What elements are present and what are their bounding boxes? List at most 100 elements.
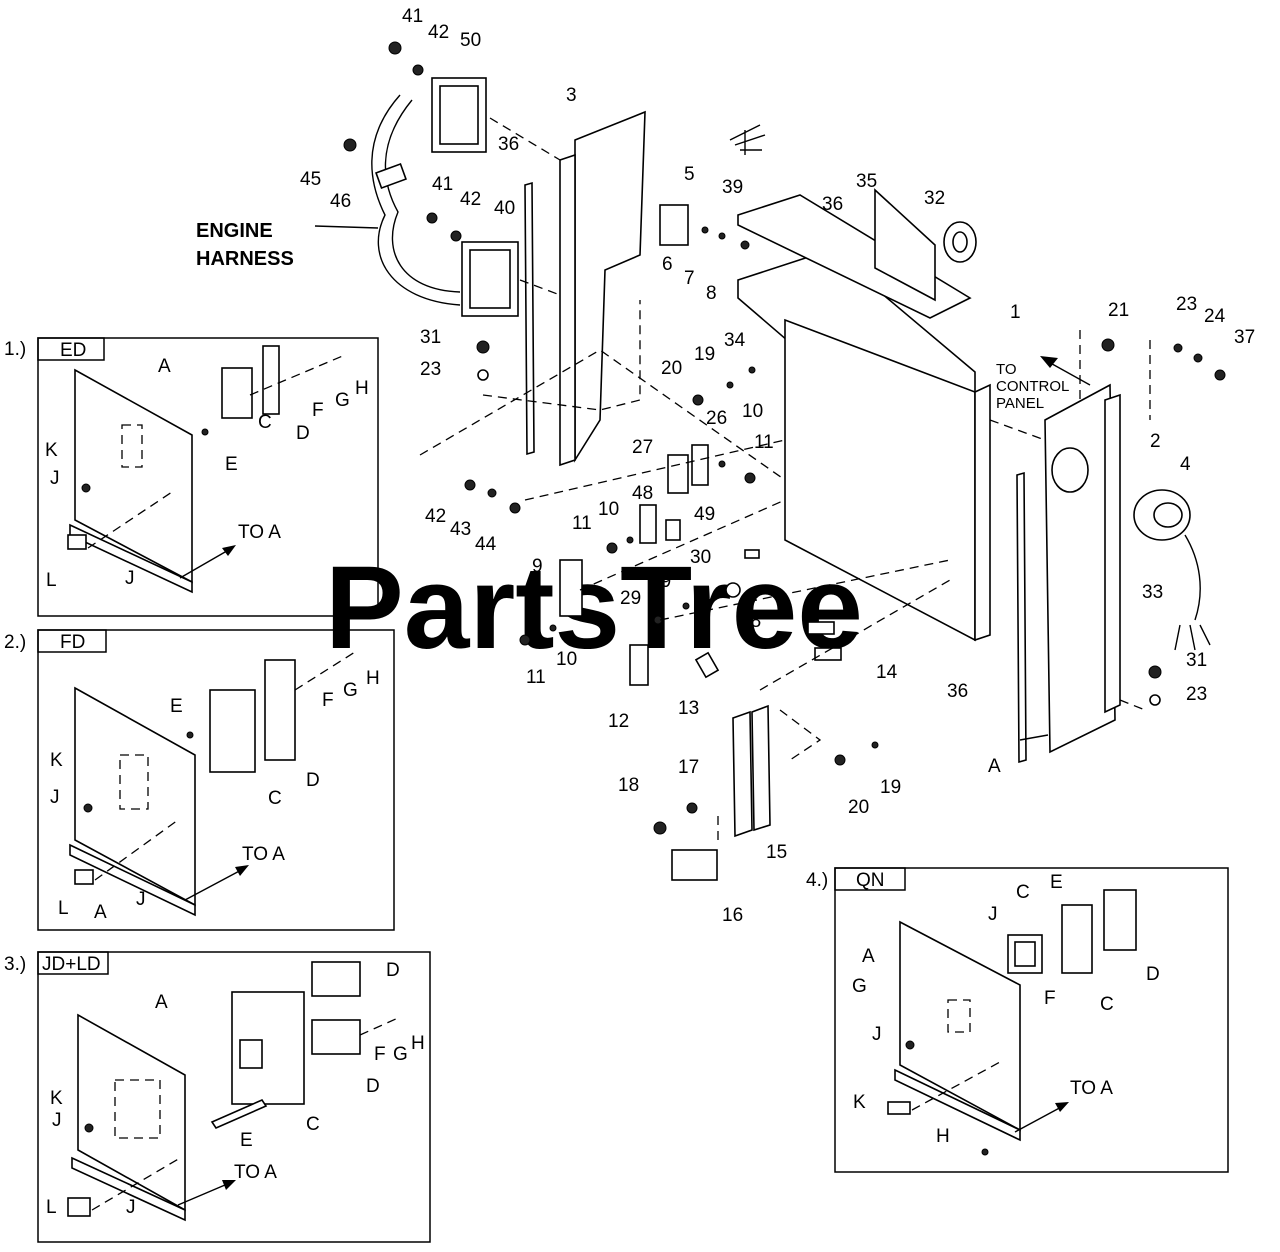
inset-label: K — [853, 1092, 866, 1113]
part-number: 33 — [1142, 582, 1163, 603]
part-number: 8 — [706, 283, 717, 304]
inset-plate — [77, 1013, 186, 1212]
inset-label: J — [872, 1024, 882, 1045]
washer-42c — [464, 479, 476, 491]
part-7 — [718, 232, 726, 240]
dash-line — [419, 349, 786, 481]
inset-part-l — [67, 1197, 91, 1217]
inset-label: G — [335, 390, 350, 411]
inset-label: E — [1050, 872, 1063, 893]
inset-label: K — [50, 750, 63, 771]
part-number: 3 — [566, 85, 577, 106]
inset-frame — [37, 337, 379, 617]
washer-42b — [450, 230, 462, 242]
label-control: CONTROL — [996, 378, 1069, 395]
inset-fd: 2.) FD E C D F G H K J L A J TO A — [4, 629, 395, 931]
part-number: 30 — [690, 547, 711, 568]
inset-screw-j — [81, 483, 91, 493]
inset-label: H — [366, 668, 380, 689]
inset-screw-j — [905, 1040, 915, 1050]
dash-line — [759, 579, 951, 691]
harness-clamp — [375, 163, 407, 189]
washer-23c — [1149, 694, 1161, 706]
part-number: 41 — [432, 174, 453, 195]
part-number: 31 — [1186, 650, 1207, 671]
inset-label: G — [393, 1044, 408, 1065]
inset-label: K — [45, 440, 58, 461]
inset-screw-e — [186, 731, 194, 739]
inset-part-l — [74, 869, 94, 885]
part-number: 41 — [402, 6, 423, 27]
part-number: 42 — [425, 506, 446, 527]
inset-qn: 4.) QN C E J A G J K H F C D TO A — [806, 867, 1229, 1173]
dash-line — [489, 117, 561, 161]
label-49 — [665, 519, 681, 541]
arrow-to-a — [179, 547, 233, 579]
bracket-15a — [732, 710, 753, 838]
inset-to-a: TO A — [238, 522, 281, 543]
part-number: 48 — [632, 483, 653, 504]
strip-36-left — [524, 181, 535, 456]
inset-label: H — [355, 378, 369, 399]
inset-part-d — [1103, 889, 1137, 951]
part-28 — [725, 582, 741, 598]
part-number: 15 — [766, 842, 787, 863]
screw-11b — [744, 472, 756, 484]
part-number: 11 — [526, 667, 546, 688]
inset-frame — [834, 867, 1229, 1173]
inset-label: E — [240, 1130, 253, 1151]
part-number: 11 — [754, 432, 774, 453]
washer-23b — [1173, 343, 1183, 353]
part-number: 17 — [678, 757, 699, 778]
part-number: 5 — [684, 164, 695, 185]
part-number: 37 — [1234, 327, 1255, 348]
washer-10c — [549, 624, 557, 632]
part-number: 16 — [722, 905, 743, 926]
dash-line — [249, 354, 346, 396]
arrow-to-a — [184, 867, 246, 901]
arrow-head — [222, 1180, 236, 1190]
screw-20 — [692, 394, 704, 406]
inset-label: F — [322, 690, 334, 711]
part-number: 35 — [856, 171, 877, 192]
part-numbers: 41 42 50 3 36 45 46 41 42 40 5 6 7 8 39 … — [300, 6, 1255, 926]
part-number: 40 — [494, 198, 515, 219]
inset-label: E — [170, 696, 183, 717]
inset-base — [69, 843, 196, 917]
part-6 — [701, 226, 709, 234]
cover-35 — [874, 188, 936, 302]
part-13 — [694, 651, 720, 679]
part-number: 10 — [742, 401, 763, 422]
inset-screw-h — [981, 1148, 989, 1156]
inset-tab — [37, 629, 107, 653]
main-assembly: ENGINE HARNESS TO CONTROL PANEL A 41 42 … — [196, 6, 1255, 926]
screw-21 — [1101, 338, 1115, 352]
dash-line — [911, 1061, 1001, 1111]
label-to: TO — [996, 361, 1017, 378]
screw-41 — [388, 41, 402, 55]
screw-11c — [519, 634, 531, 646]
washer-17 — [686, 802, 698, 814]
inset-frame — [37, 951, 431, 1243]
part-number: 36 — [822, 194, 843, 215]
part-number: 11 — [572, 513, 592, 534]
inset-label: C — [268, 788, 282, 809]
part-number: 23 — [1176, 294, 1197, 315]
dash-line — [779, 709, 822, 761]
part-number: 14 — [876, 662, 898, 683]
screw-31b — [1148, 665, 1162, 679]
part-number: 2 — [1150, 431, 1161, 452]
bracket-3-flange — [559, 153, 576, 467]
inset-to-a: TO A — [242, 844, 285, 865]
part-number: 49 — [694, 504, 715, 525]
inset-label: A — [94, 902, 107, 923]
part-number: 42 — [460, 189, 481, 210]
inset-base — [71, 1156, 186, 1222]
inset-jd-ld: 3.) JD+LD A D C E F G H D K J L J TO A — [4, 951, 431, 1243]
inset-label: F — [1044, 988, 1056, 1009]
panel-2-flange — [1104, 393, 1121, 714]
washer-19c — [871, 741, 879, 749]
inset-label: A — [155, 992, 168, 1013]
part-number: 20 — [661, 358, 682, 379]
inset-base — [69, 523, 193, 594]
